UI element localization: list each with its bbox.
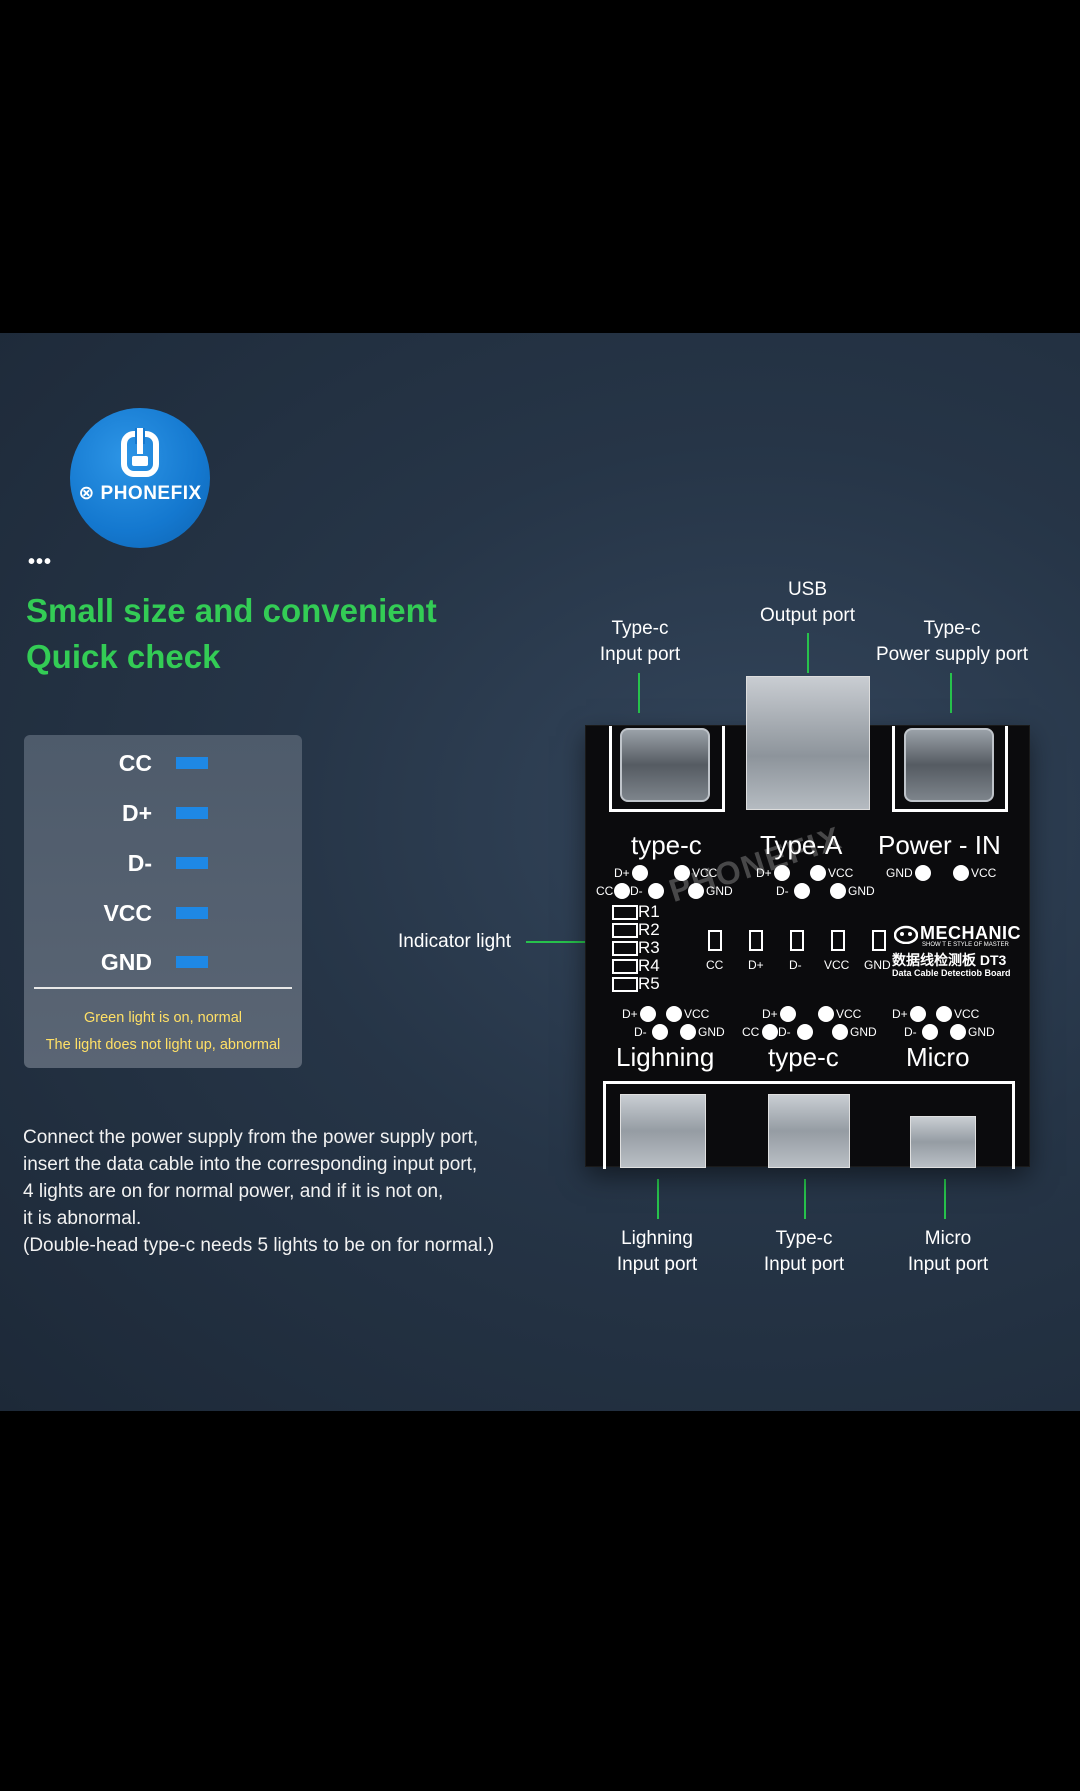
resistor xyxy=(612,905,638,920)
legend-card: CC D+ D- VCC GND Green light is on, norm… xyxy=(24,735,302,1068)
indicator-led xyxy=(790,930,804,951)
divider xyxy=(34,987,292,989)
label-typec: type-c xyxy=(631,830,702,860)
resistor xyxy=(612,959,638,974)
dots-decoration: ••• xyxy=(28,551,53,573)
headline-line1: Small size and convenient xyxy=(26,592,437,629)
legend-row-cc: CC xyxy=(24,748,302,778)
usb-a-port xyxy=(746,676,870,810)
label-typec-bottom: type-c xyxy=(768,1042,839,1072)
pin-dot xyxy=(688,883,704,899)
pin-dot xyxy=(915,865,931,881)
typec-bottom-port xyxy=(768,1094,850,1168)
pin-dot xyxy=(614,883,630,899)
pin-dot xyxy=(794,883,810,899)
brand-name: MECHANIC xyxy=(920,923,1021,943)
phonefix-logo: ⊗ PHONEFIX xyxy=(70,408,210,548)
indicator-led xyxy=(708,930,722,951)
typec-power-port xyxy=(904,728,994,802)
product-panel: ⊗ PHONEFIX ••• Small size and convenient… xyxy=(0,333,1080,1411)
pin-dot xyxy=(640,1006,656,1022)
indicator-bar xyxy=(176,956,208,968)
pin-dot xyxy=(762,1024,778,1040)
pin-dot xyxy=(632,865,648,881)
resistor xyxy=(612,941,638,956)
pin-dot xyxy=(666,1006,682,1022)
pin-dot xyxy=(797,1024,813,1040)
callout-line xyxy=(638,673,640,713)
legend-row-gnd: GND xyxy=(24,947,302,977)
pin-dot xyxy=(950,1024,966,1040)
legend-row-vcc: VCC xyxy=(24,898,302,928)
pin-dot xyxy=(818,1006,834,1022)
resistor xyxy=(612,977,638,992)
label-typea: Type-A xyxy=(760,830,843,860)
pin-dot xyxy=(832,1024,848,1040)
pin-dot xyxy=(830,883,846,899)
port-frame xyxy=(609,726,725,812)
label-micro: Micro xyxy=(906,1042,970,1072)
pin-dot xyxy=(774,865,790,881)
pin-dot xyxy=(936,1006,952,1022)
indicator-bar xyxy=(176,757,208,769)
indicator-led xyxy=(872,930,886,951)
logo-text: ⊗ PHONEFIX xyxy=(78,483,202,504)
pin-dot xyxy=(810,865,826,881)
brand-slogan: SHOW T E STYLE OF MASTER xyxy=(922,942,1009,948)
wrench-phone-icon xyxy=(121,428,159,477)
label-lightning: Lighning xyxy=(616,1042,715,1072)
typec-input-port xyxy=(620,728,710,802)
indicator-led xyxy=(749,930,763,951)
indicator-bar xyxy=(176,857,208,869)
micro-usb-port xyxy=(910,1116,976,1168)
model-name-cn: 数据线检测板 DT3 xyxy=(892,952,1007,968)
pin-dot xyxy=(648,883,664,899)
lightning-port xyxy=(620,1094,706,1168)
headline-line2: Quick check xyxy=(26,638,221,675)
indicator-led xyxy=(831,930,845,951)
pin-dot xyxy=(680,1024,696,1040)
note-abnormal: The light does not light up, abnormal xyxy=(45,1037,281,1053)
mechanic-logo-icon xyxy=(894,925,918,944)
resistor xyxy=(612,923,638,938)
pin-dot xyxy=(780,1006,796,1022)
callout-line xyxy=(944,1179,946,1219)
pin-dot xyxy=(922,1024,938,1040)
port-frame xyxy=(892,726,1008,812)
legend-row-dplus: D+ xyxy=(24,798,302,828)
note-normal: Green light is on, normal xyxy=(84,1010,242,1026)
callout-indicator: Indicator light xyxy=(398,931,512,952)
callout-line xyxy=(807,633,809,673)
callout-line xyxy=(657,1179,659,1219)
pin-dot xyxy=(910,1006,926,1022)
pin-dot xyxy=(953,865,969,881)
bottom-port-frame xyxy=(603,1081,1015,1169)
model-name-en: Data Cable Detectiob Board xyxy=(892,968,1011,978)
callout-line xyxy=(804,1179,806,1219)
detection-board: PHONEFIX type-c Type-A Power - IN D+ VCC… xyxy=(586,676,1029,1169)
instructions-text: Connect the power supply from the power … xyxy=(23,1127,495,1256)
pin-dot xyxy=(674,865,690,881)
label-power-in: Power - IN xyxy=(878,830,1001,860)
indicator-bar xyxy=(176,907,208,919)
indicator-bar xyxy=(176,807,208,819)
pin-dot xyxy=(652,1024,668,1040)
legend-row-dminus: D- xyxy=(24,848,302,878)
callout-line xyxy=(950,673,952,713)
